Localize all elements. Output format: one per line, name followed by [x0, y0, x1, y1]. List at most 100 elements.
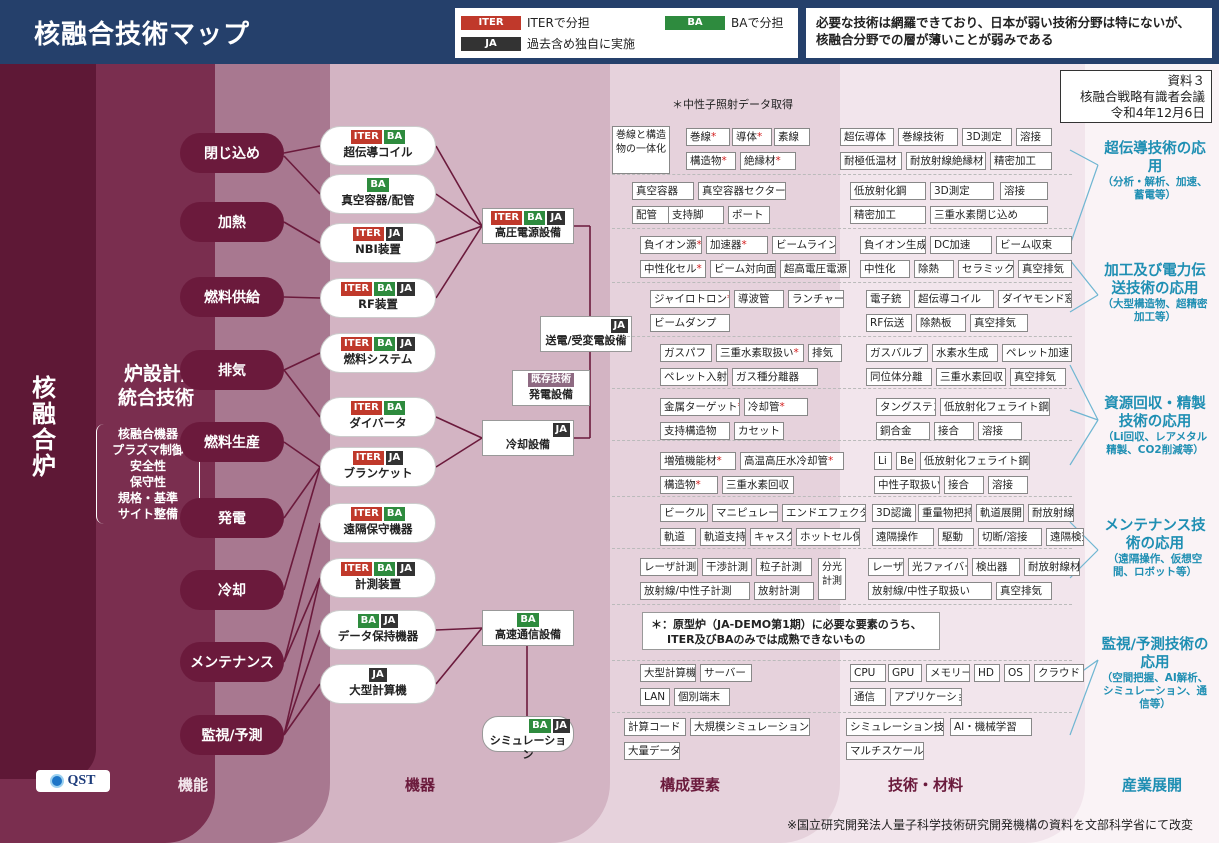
component-item: カセット	[734, 422, 784, 440]
component-label: 絶縁材	[744, 155, 776, 167]
industry-resource-recovery: 資源回収・精製技術の応用（Li回収、レアメタル精製、CO2削減等）	[1102, 396, 1208, 456]
reactor-design-items: 核融合機器 プラズマ制御 安全性 保守性 規格・基準 サイト整備	[96, 424, 200, 524]
industry-maintenance: メンテナンス技術の応用（遠隔操作、仮想空間、ロボット等）	[1104, 518, 1206, 578]
asterisk-icon: *	[721, 155, 727, 167]
technology-item: 真空排気	[1018, 260, 1072, 278]
axis-device: 機器	[405, 776, 436, 794]
row-separator	[612, 228, 1072, 229]
technology-item: メモリー	[926, 664, 970, 682]
component-label: 大量データ	[628, 745, 680, 757]
row-separator	[612, 660, 1072, 661]
component-label: 粒子計測	[760, 561, 802, 573]
technology-item: 耐放射線材	[1024, 558, 1080, 576]
component-label: 分光計測	[822, 562, 842, 587]
component-item: 中性化セル*	[640, 260, 706, 278]
function-monitoring: 監視/予測	[180, 715, 284, 755]
component-label: 負イオン源	[644, 239, 697, 251]
technology-item: 中性化	[860, 260, 910, 278]
component-label: 導波管	[738, 293, 770, 305]
technology-item: レーザ	[868, 558, 904, 576]
facility-power-plant: 既存技術 発電設備	[512, 370, 590, 406]
component-item: ビークル	[660, 504, 708, 522]
component-item: マニピュレータ	[712, 504, 778, 522]
component-label: 配管	[636, 209, 657, 221]
technology-item: 水素水生成	[932, 344, 998, 362]
component-item: 三重水素回収	[722, 476, 794, 494]
component-item: 軌道支持	[700, 528, 746, 546]
row-separator	[612, 336, 1072, 337]
technology-item: CPU	[850, 664, 886, 682]
asterisk-icon: *	[738, 401, 740, 413]
axis-industry: 産業展開	[1122, 776, 1183, 794]
component-item: 超高電圧電源	[780, 260, 850, 278]
technology-item: 接合	[944, 476, 984, 494]
component-label: 導体	[736, 131, 757, 143]
technology-item: 精密加工	[990, 152, 1052, 170]
component-item: 導体*	[732, 128, 772, 146]
core-band	[0, 64, 96, 779]
technology-item: 精密加工	[850, 206, 926, 224]
technology-item: 耐極低温材	[840, 152, 902, 170]
component-item: レーザ計測	[640, 558, 698, 576]
component-label: 支持構造物	[664, 425, 717, 437]
axis-function: 機能	[178, 776, 209, 794]
row-separator	[612, 712, 1072, 713]
technology-item: 電子銃	[866, 290, 910, 308]
special-note: ＊：原型炉（JA-DEMO第1期）に必要な要素のうち、 ITER及びBAのみでは…	[642, 612, 940, 650]
technology-item: 溶接	[988, 476, 1028, 494]
component-item: 素線	[774, 128, 810, 146]
technology-item: 重量物把持	[918, 504, 972, 522]
component-item: 放射計測	[754, 582, 814, 600]
component-label: キャスク	[754, 531, 792, 543]
function-confinement: 閉じ込め	[180, 133, 284, 173]
component-item: ガスパフ	[660, 344, 712, 362]
component-item: 巻線と構造物の一体化	[612, 126, 670, 174]
row-separator	[612, 440, 1072, 441]
technology-item: 3D測定	[930, 182, 994, 200]
component-label: 軌道	[664, 531, 685, 543]
component-label: 放射線/中性子計測	[644, 585, 732, 597]
asterisk-icon: *	[711, 131, 717, 143]
technology-item: Be	[896, 452, 916, 470]
technology-item: 超伝導体	[840, 128, 894, 146]
component-label: ランチャー	[792, 293, 844, 305]
function-fuel-production: 燃料生産	[180, 422, 284, 462]
component-item: 真空容器セクター	[698, 182, 786, 200]
technology-item: 真空排気	[1010, 368, 1066, 386]
component-label: 構造物	[690, 155, 722, 167]
component-label: 放射計測	[758, 585, 800, 597]
facility-high-speed-network: BA 高速通信設備	[482, 610, 574, 646]
technology-item: 溶接	[978, 422, 1022, 440]
component-label: ビームダンプ	[654, 317, 717, 329]
technology-item: 検出器	[972, 558, 1020, 576]
component-label: ビーム対向面	[714, 263, 776, 275]
component-item: 絶縁材*	[740, 152, 796, 170]
component-label: 巻線	[690, 131, 711, 143]
component-item: キャスク	[750, 528, 792, 546]
asterisk-icon: *	[775, 155, 781, 167]
technology-item: セラミック	[958, 260, 1014, 278]
component-label: レーザ計測	[644, 561, 697, 573]
component-item: 大型計算機	[640, 664, 696, 682]
component-label: LAN	[644, 691, 666, 703]
component-label: ホットセル保守	[800, 531, 859, 543]
technology-item: ビーム収束	[996, 236, 1072, 254]
technology-item: 遠隔操作	[872, 528, 934, 546]
function-cooling: 冷却	[180, 570, 284, 610]
technology-item: 通信	[850, 688, 886, 706]
component-item: 導波管	[734, 290, 784, 308]
function-heating: 加熱	[180, 202, 284, 242]
source-footnote: ※国立研究開発法人量子科学技術研究開発機構の資料を文部科学省にて改変	[786, 818, 1193, 832]
technology-item: 駆動	[938, 528, 974, 546]
asterisk-icon: *	[727, 293, 729, 305]
component-label: 排気	[812, 347, 833, 359]
function-exhaust: 排気	[180, 350, 284, 390]
component-label: 大型計算機	[644, 667, 696, 679]
component-label: エンドエフェクター	[786, 507, 865, 519]
component-item: 放射線/中性子計測	[640, 582, 750, 600]
technology-item: 除熱	[914, 260, 954, 278]
